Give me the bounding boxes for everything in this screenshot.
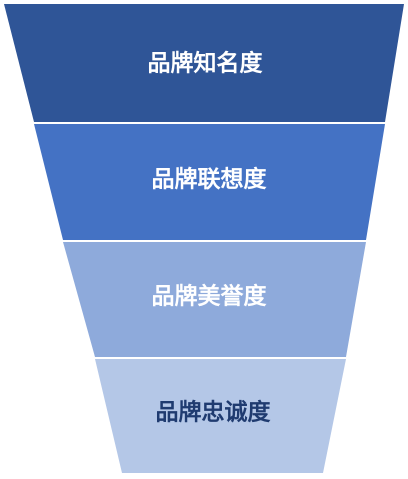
funnel-level-label: 品牌美誉度 bbox=[152, 283, 268, 310]
funnel-level-brand-reputation: 品牌美誉度 bbox=[63, 242, 366, 357]
funnel-level-shape bbox=[34, 124, 385, 240]
funnel-level-shape bbox=[95, 359, 346, 473]
funnel-level-brand-association: 品牌联想度 bbox=[34, 124, 385, 240]
funnel-level-brand-loyalty: 品牌忠诚度 bbox=[95, 359, 346, 473]
funnel-level-label: 品牌忠诚度 bbox=[156, 399, 272, 426]
funnel-level-label: 品牌知名度 bbox=[148, 50, 264, 77]
funnel-level-shape bbox=[63, 242, 366, 357]
funnel-level-shape bbox=[4, 4, 404, 122]
funnel-level-label: 品牌联想度 bbox=[152, 166, 268, 193]
funnel-level-brand-awareness: 品牌知名度 bbox=[4, 4, 404, 122]
